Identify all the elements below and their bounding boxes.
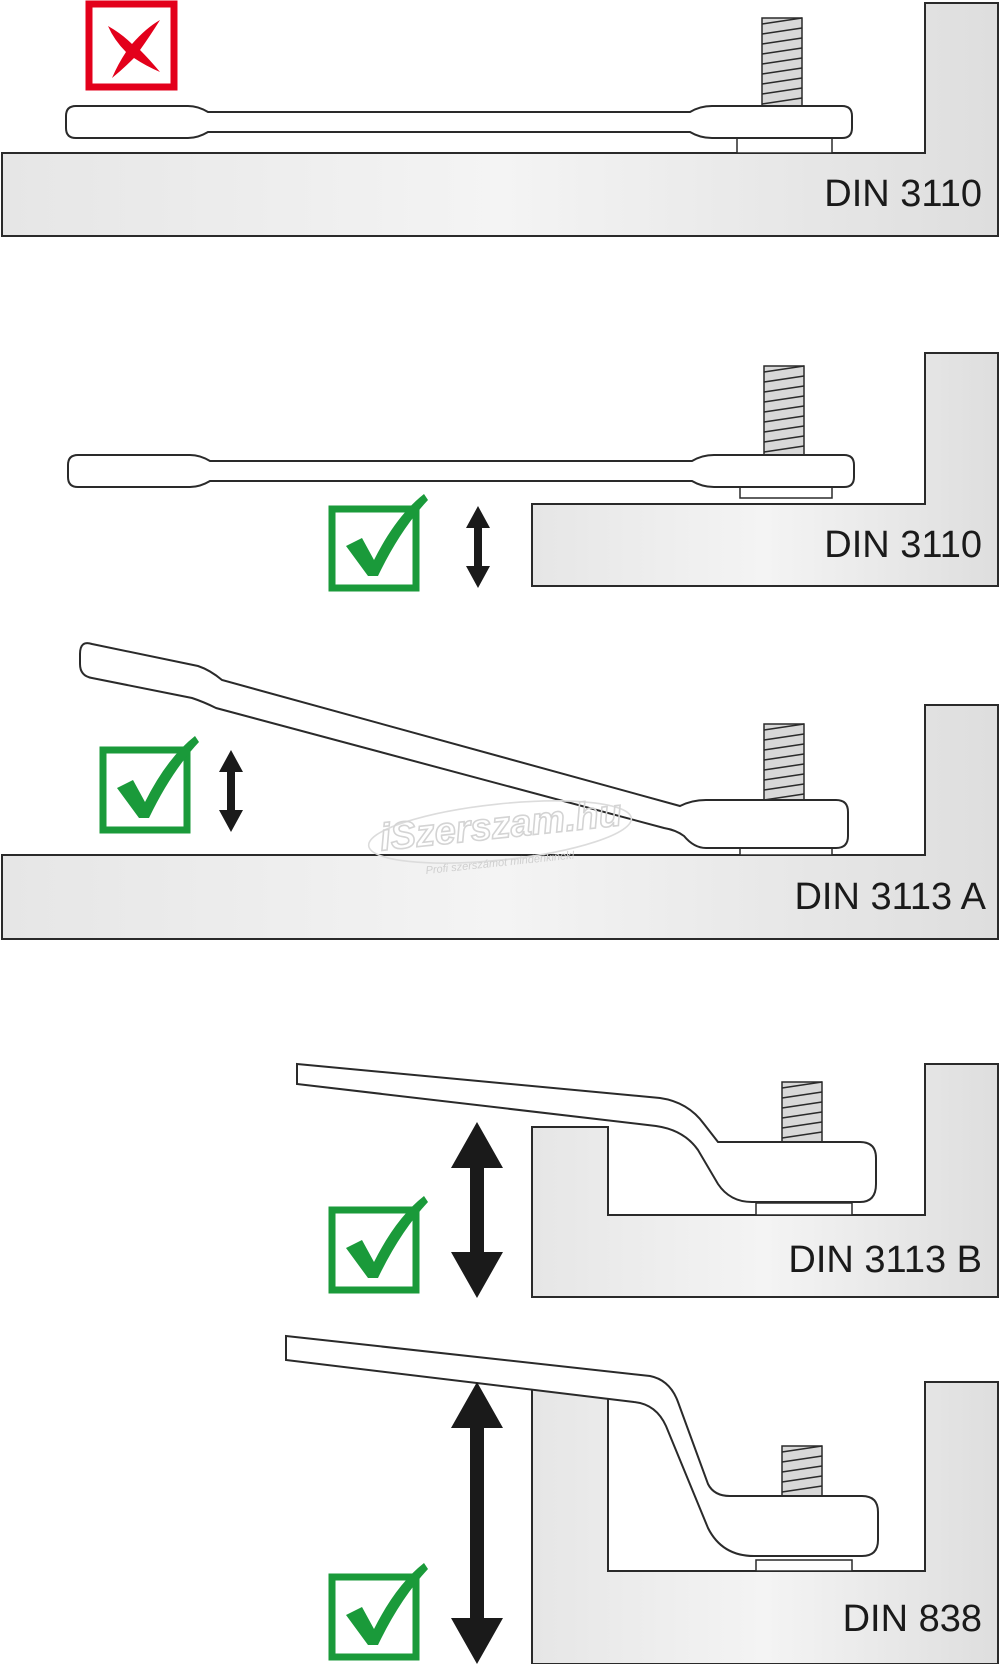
plate bbox=[531, 1381, 999, 1664]
angled-ratchet-wrench bbox=[79, 642, 849, 849]
watermark-brand: iSzerszam.hu bbox=[378, 792, 624, 859]
panel-5: DIN 838 bbox=[285, 1334, 999, 1664]
cross-mark-icon bbox=[85, 0, 178, 91]
bolt bbox=[781, 1445, 823, 1503]
washer bbox=[755, 1202, 853, 1216]
bolt-thread bbox=[763, 365, 805, 453]
ratchet-wrench bbox=[65, 105, 853, 139]
offset-ring-wrench bbox=[296, 1062, 877, 1203]
double-arrow-icon bbox=[451, 1382, 503, 1664]
deep-offset-ring-wrench bbox=[285, 1334, 879, 1557]
plate bbox=[1, 704, 999, 940]
bolt-thread bbox=[781, 1445, 823, 1493]
plate bbox=[531, 352, 999, 587]
standard-label: DIN 3110 bbox=[824, 524, 982, 566]
standard-label: DIN 3113 B bbox=[788, 1239, 982, 1281]
check-mark-icon bbox=[99, 736, 199, 834]
bolt-thread bbox=[761, 17, 803, 105]
washer bbox=[755, 1559, 853, 1572]
bolt-thread bbox=[781, 1081, 823, 1139]
plate bbox=[531, 1063, 999, 1298]
panel-4: DIN 3113 B bbox=[296, 1062, 999, 1298]
panel-1: DIN 3110 bbox=[1, 0, 999, 237]
check-mark-icon bbox=[328, 1563, 428, 1661]
panel-3: DIN 3113 A iSzerszam.hu Profi szerszámot… bbox=[1, 642, 999, 940]
bolt bbox=[781, 1081, 823, 1143]
check-mark-icon bbox=[328, 494, 428, 592]
plate bbox=[1, 2, 999, 237]
double-arrow-icon bbox=[466, 506, 490, 588]
standard-label: DIN 3110 bbox=[824, 173, 982, 215]
double-arrow-icon bbox=[451, 1122, 503, 1298]
standard-label: DIN 838 bbox=[843, 1598, 982, 1640]
double-arrow-icon bbox=[219, 750, 243, 832]
ratchet-wrench bbox=[67, 454, 855, 488]
standard-label: DIN 3113 A bbox=[794, 876, 986, 918]
washer bbox=[736, 136, 833, 154]
panel-2: DIN 3110 bbox=[67, 352, 999, 592]
check-mark-icon bbox=[328, 1196, 428, 1294]
